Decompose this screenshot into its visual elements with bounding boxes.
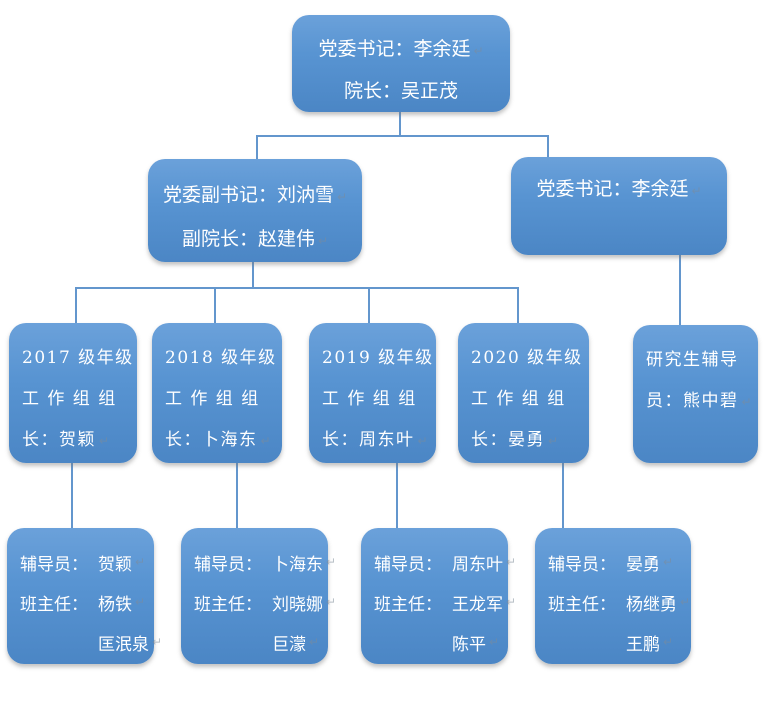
node-staff-2020[interactable]: 辅导员：晏勇↵ 班主任：杨继勇↵ 王鹏↵ — [535, 528, 691, 664]
node-line: 党委书记：李余廷↵ — [536, 178, 702, 200]
node-staff-2019[interactable]: 辅导员：周东叶↵ 班主任：王龙军↵ 陈平↵ — [361, 528, 517, 664]
staff-row: 王鹏↵ — [626, 634, 674, 655]
node-line: 2017 级年级 — [22, 348, 134, 368]
node-line: 工 作 组 组 — [471, 389, 566, 409]
staff-row: 辅导员：周东叶↵ — [374, 554, 517, 575]
node-grade-2017-leader[interactable]: 2017 级年级 工 作 组 组 长：贺颖↵ — [9, 323, 137, 463]
line-break-mark: ↵ — [489, 635, 500, 649]
connector-mid-vertical — [252, 261, 254, 289]
connector-drop-2020 — [517, 287, 519, 323]
line-break-mark: ↵ — [309, 635, 320, 649]
node-grade-2019-leader[interactable]: 2019 级年级 工 作 组 组 长：周东叶↵ — [309, 323, 436, 463]
line-break-mark: ↵ — [680, 595, 691, 609]
connector-bottom-1 — [71, 462, 73, 528]
line-break-mark: ↵ — [663, 635, 674, 649]
connector-bottom-4 — [562, 462, 564, 528]
connector-drop-2017 — [75, 287, 77, 323]
node-line: 长：贺颖↵ — [22, 430, 111, 450]
node-line: 2020 级年级 — [471, 348, 583, 368]
line-break-mark: ↵ — [326, 595, 337, 609]
node-line: 党委书记：李余廷↵ — [318, 38, 484, 60]
line-break-mark: ↵ — [506, 595, 517, 609]
connector-bottom-2 — [236, 462, 238, 528]
staff-row: 班主任：杨铁↵ — [20, 594, 146, 615]
staff-row: 辅导员：晏勇↵ — [548, 554, 674, 575]
node-line: 院长：吴正茂 — [343, 80, 458, 102]
line-break-mark: ↵ — [741, 395, 754, 409]
line-break-mark: ↵ — [473, 44, 484, 58]
line-break-mark: ↵ — [99, 434, 111, 448]
node-line: 副院长：赵建伟↵ — [181, 228, 329, 250]
node-staff-2017[interactable]: 辅导员：贺颖↵ 班主任：杨铁↵ 匡泯泉↵ — [7, 528, 163, 664]
connector-drop-2018 — [214, 287, 216, 323]
node-line: 工 作 组 组 — [322, 389, 417, 409]
node-line: 2018 级年级 — [165, 348, 277, 368]
connector-top-horizontal — [256, 135, 549, 137]
connector-bottom-3 — [396, 462, 398, 528]
node-graduate-counselor[interactable]: 研究生辅导 员：熊中碧↵ — [633, 325, 758, 463]
line-break-mark: ↵ — [260, 434, 273, 448]
line-break-mark: ↵ — [152, 635, 163, 649]
node-line: 员：熊中碧↵ — [646, 391, 754, 411]
node-line: 党委副书记：刘汭雪↵ — [162, 184, 348, 206]
staff-row: 陈平↵ — [452, 634, 500, 655]
node-line: 长：晏勇↵ — [471, 430, 560, 450]
node-line: 工 作 组 组 — [22, 389, 117, 409]
connector-mid-horizontal — [75, 287, 519, 289]
staff-row: 班主任：王龙军↵ — [374, 594, 517, 615]
line-break-mark: ↵ — [506, 555, 517, 569]
node-line: 2019 级年级 — [322, 348, 434, 368]
staff-row: 班主任：刘晓娜↵ — [194, 594, 337, 615]
staff-row: 巨濛↵ — [272, 634, 320, 655]
connector-drop-right — [547, 135, 549, 158]
node-party-secretary-dean[interactable]: 党委书记：李余廷↵ 院长：吴正茂 — [292, 15, 510, 112]
node-deputy-secretary-vice-dean[interactable]: 党委副书记：刘汭雪↵ 副院长：赵建伟↵ — [148, 159, 362, 262]
line-break-mark: ↵ — [663, 555, 674, 569]
node-line: 长：卜海东↵ — [165, 430, 273, 450]
line-break-mark: ↵ — [336, 190, 348, 204]
line-break-mark: ↵ — [317, 234, 329, 248]
line-break-mark: ↵ — [691, 184, 702, 198]
node-party-secretary-right[interactable]: 党委书记：李余廷↵ — [511, 157, 727, 255]
line-break-mark: ↵ — [417, 434, 430, 448]
staff-row: 班主任：杨继勇↵ — [548, 594, 691, 615]
connector-grad-vertical — [679, 254, 681, 325]
line-break-mark: ↵ — [135, 555, 146, 569]
node-line: 长：周东叶↵ — [322, 430, 430, 450]
node-line: 工 作 组 组 — [165, 389, 260, 409]
staff-row: 辅导员：贺颖↵ — [20, 554, 146, 575]
line-break-mark: ↵ — [548, 434, 560, 448]
node-grade-2018-leader[interactable]: 2018 级年级 工 作 组 组 长：卜海东↵ — [152, 323, 282, 463]
connector-top-vertical — [399, 111, 401, 137]
node-staff-2018[interactable]: 辅导员：卜海东↵ 班主任：刘晓娜↵ 巨濛↵ — [181, 528, 337, 664]
connector-drop-2019 — [368, 287, 370, 323]
node-line: 研究生辅导 — [646, 350, 739, 370]
line-break-mark: ↵ — [135, 595, 146, 609]
node-grade-2020-leader[interactable]: 2020 级年级 工 作 组 组 长：晏勇↵ — [458, 323, 589, 463]
staff-row: 辅导员：卜海东↵ — [194, 554, 337, 575]
line-break-mark: ↵ — [326, 555, 337, 569]
staff-row: 匡泯泉↵ — [98, 634, 163, 655]
connector-drop-left — [256, 135, 258, 160]
